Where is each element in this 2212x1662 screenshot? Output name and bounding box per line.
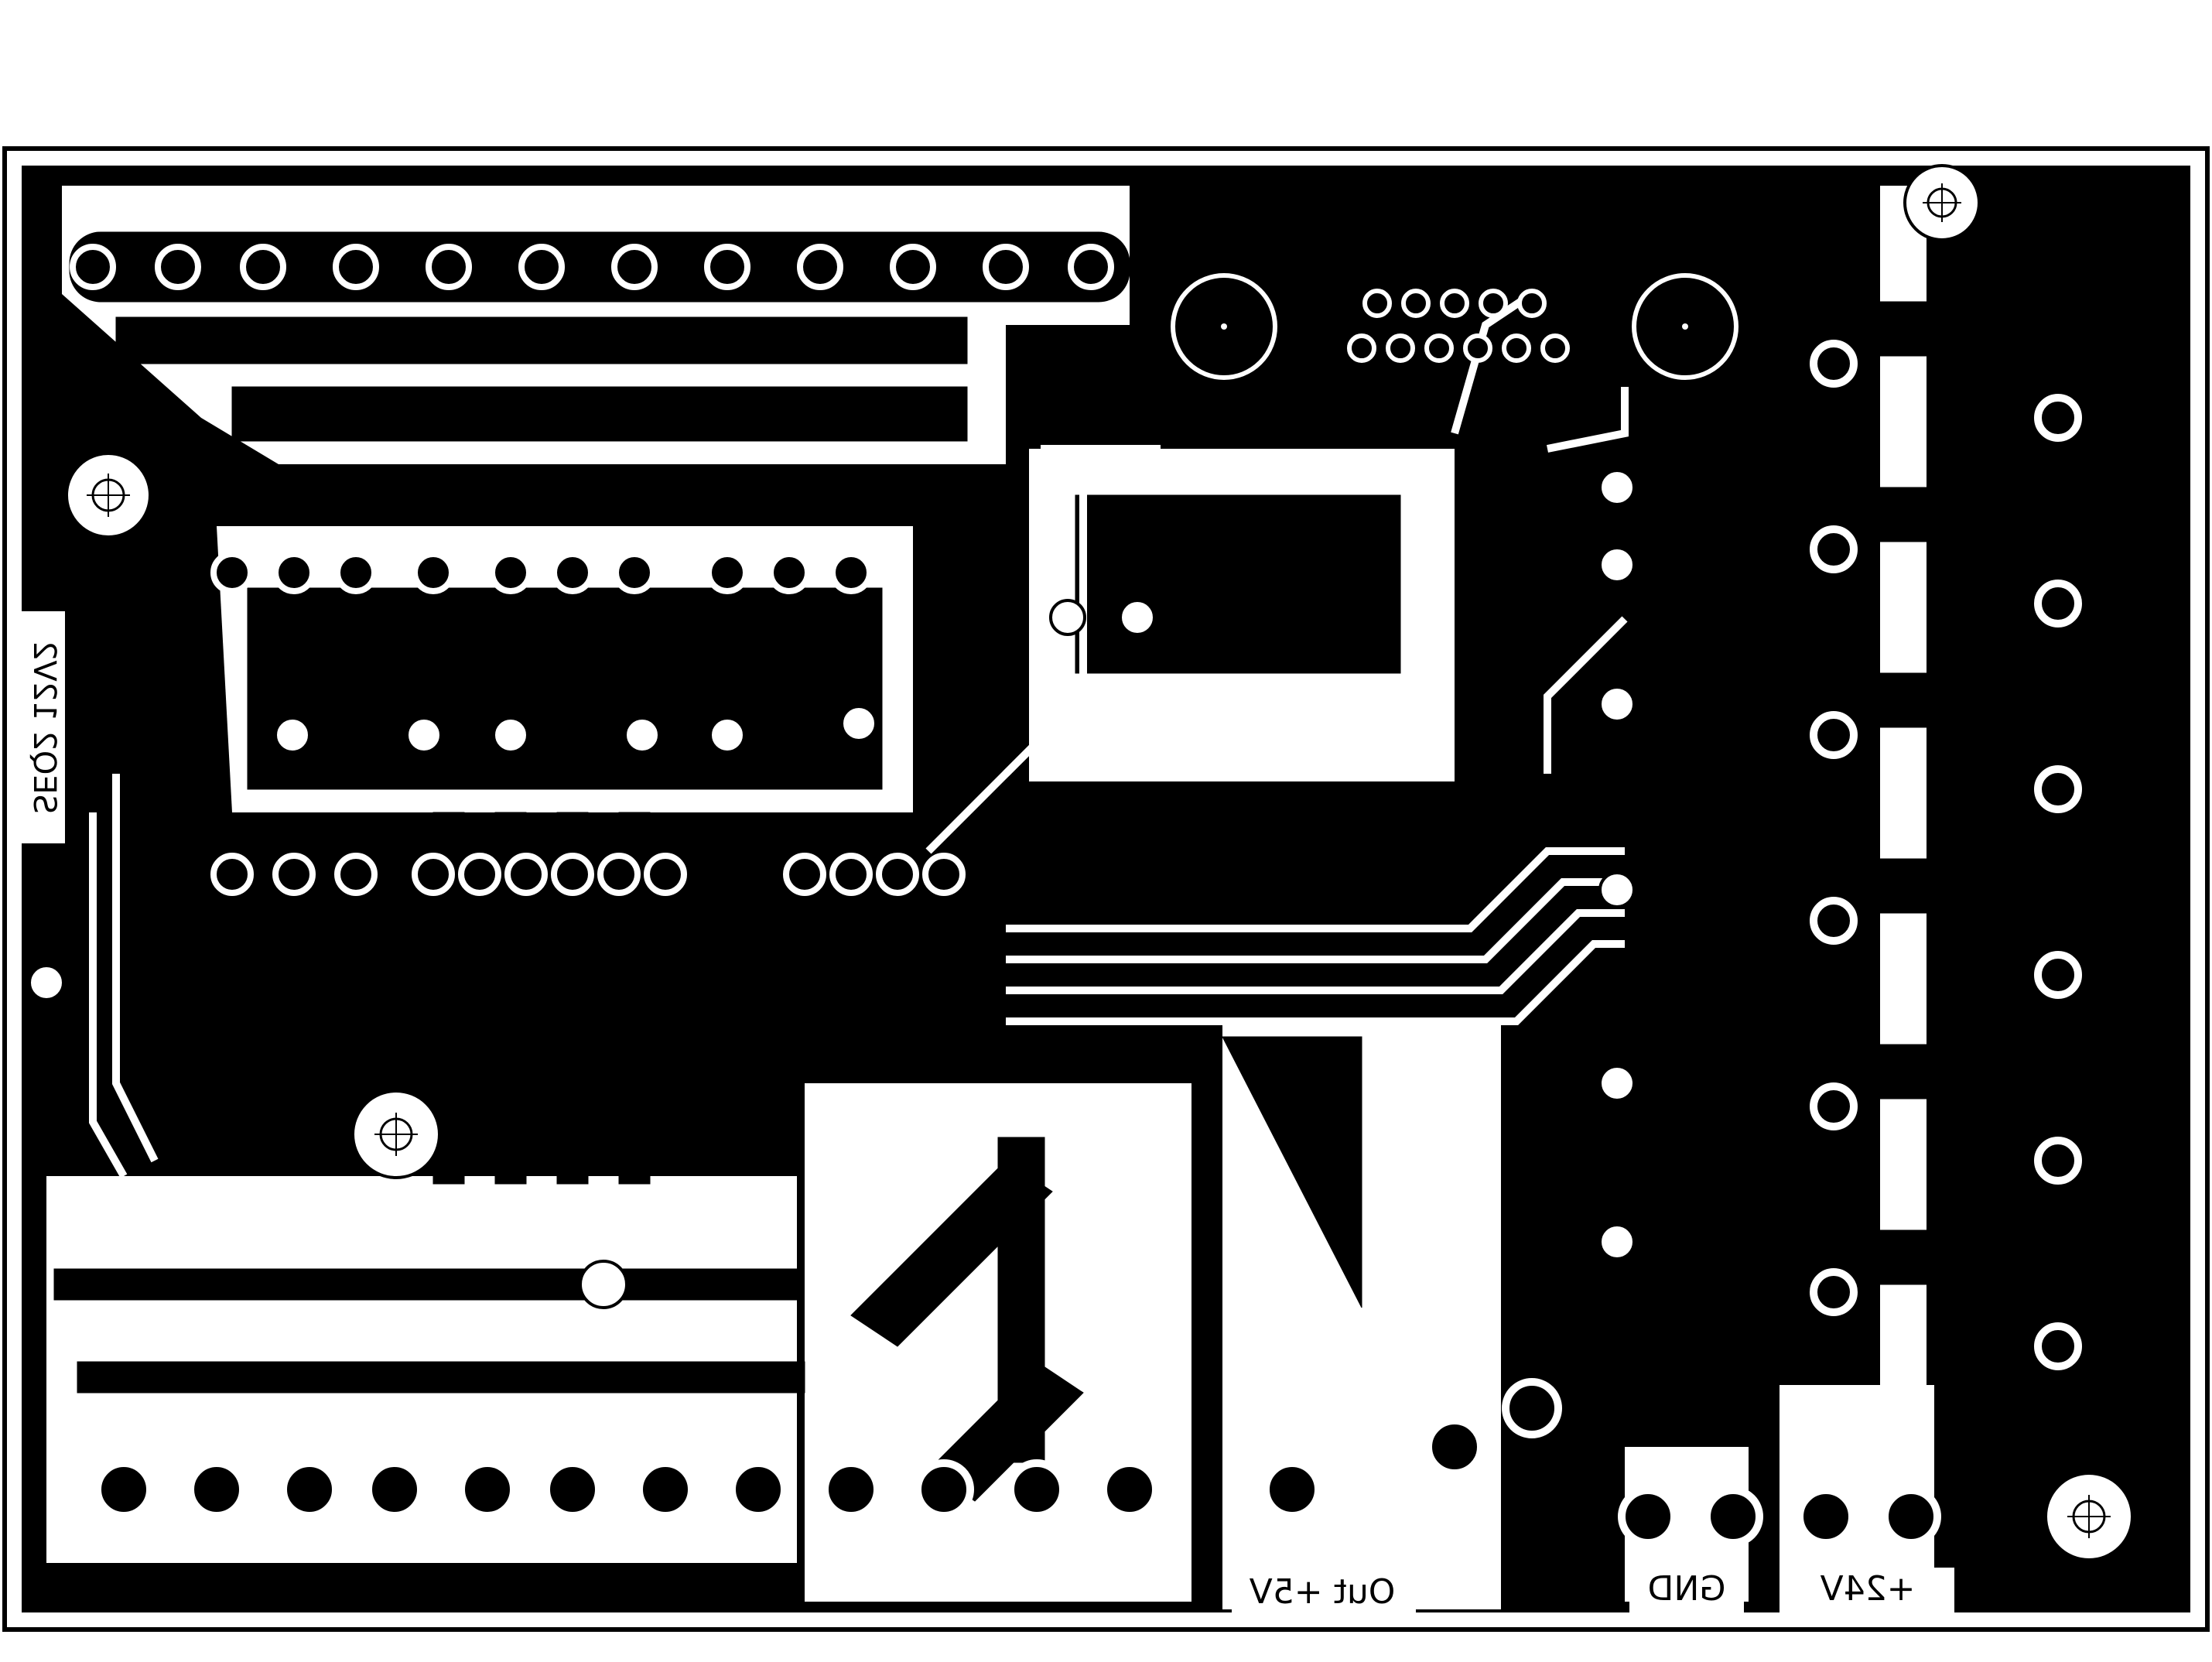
label-plus-24v: +24V	[1821, 1569, 1916, 1609]
copper-features	[53, 231, 2128, 1502]
mounting-hole-top-left	[65, 452, 152, 539]
label-plates	[22, 611, 1954, 1616]
round-pads	[28, 244, 2082, 1547]
trace-gaps	[89, 290, 1629, 1178]
top-pad-row	[69, 231, 1130, 442]
board-labels: Out +5V GND +24V SEQ2 12V2	[26, 641, 1915, 1612]
large-ring-right	[1632, 273, 1738, 380]
mounting-hole-bottom-right	[2044, 1472, 2134, 1561]
board-code-label: SEQ2 12V2	[26, 641, 62, 814]
mounting-hole-top-right	[1903, 164, 1981, 241]
mounting-holes	[65, 164, 2134, 1561]
label-gnd: GND	[1648, 1569, 1726, 1609]
label-out-5v: Out +5V	[1250, 1572, 1396, 1612]
large-ring-left	[1171, 273, 1277, 380]
mounting-hole-center-left	[351, 1089, 441, 1179]
